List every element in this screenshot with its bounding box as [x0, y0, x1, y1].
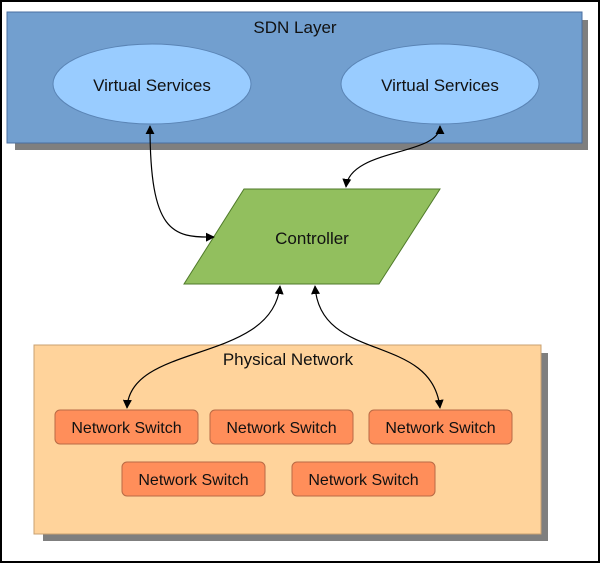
- controller: Controller: [183, 188, 441, 285]
- network-switch-2: Network Switch: [209, 409, 354, 445]
- controller-label: Controller: [275, 229, 349, 248]
- network-switch-3: Network Switch: [368, 409, 513, 445]
- network-switch-1-label: Network Switch: [71, 420, 181, 437]
- network-switch-1-box: [54, 409, 199, 445]
- network-switch-2-label: Network Switch: [226, 420, 336, 437]
- sdn-layer-title: SDN Layer: [253, 18, 336, 37]
- arrow-left-services-to-controller: [145, 125, 215, 242]
- virtual-services-left-shape: [52, 43, 252, 125]
- virtual-services-right-shape: [340, 43, 540, 125]
- network-switch-4-label: Network Switch: [138, 472, 248, 489]
- network-switch-3-box: [368, 409, 513, 445]
- network-switch-5: Network Switch: [291, 461, 436, 497]
- controller-shape: [183, 188, 441, 285]
- arrow-controller-to-switch-1: [122, 285, 284, 409]
- arrow-controller-to-switch-3: [311, 285, 444, 409]
- network-switch-1: Network Switch: [54, 409, 199, 445]
- network-switch-3-label: Network Switch: [385, 420, 495, 437]
- network-switch-4: Network Switch: [121, 461, 266, 497]
- connectors: [122, 125, 445, 409]
- physical-network-title: Physical Network: [223, 350, 354, 369]
- virtual-services-left-label: Virtual Services: [93, 76, 211, 95]
- virtual-services-right: Virtual Services: [340, 43, 540, 125]
- network-switch-5-box: [291, 461, 436, 497]
- network-switch-2-box: [209, 409, 354, 445]
- network-switch-4-box: [121, 461, 266, 497]
- arrow-right-services-to-controller: [342, 125, 445, 188]
- network-switch-5-label: Network Switch: [308, 472, 418, 489]
- physical-network: Physical Network Network Switch Network …: [33, 344, 548, 541]
- virtual-services-right-label: Virtual Services: [381, 76, 499, 95]
- sdn-layer: SDN Layer Virtual Services Virtual Servi…: [6, 11, 588, 150]
- virtual-services-left: Virtual Services: [52, 43, 252, 125]
